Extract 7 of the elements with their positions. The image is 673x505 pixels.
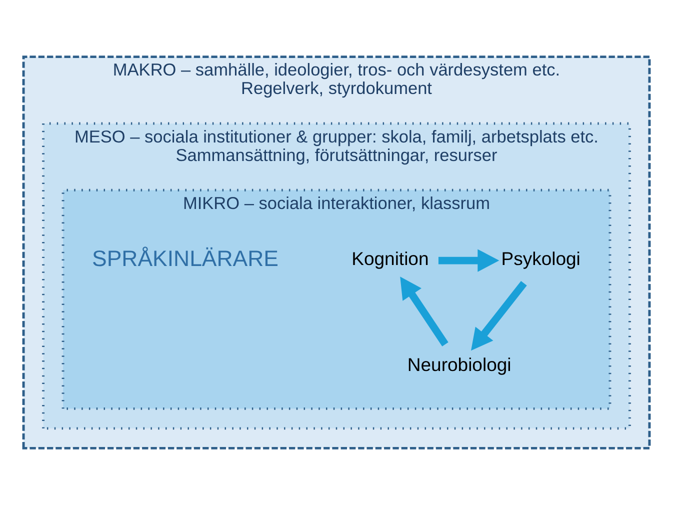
arrow xyxy=(438,249,500,272)
node-text: SPRÅKINLÄRARE xyxy=(92,246,278,271)
node-text: Kognition xyxy=(352,248,429,269)
arrow xyxy=(471,280,527,351)
arrow xyxy=(400,276,448,346)
node-text: Psykologi xyxy=(501,248,580,269)
node-text: Neurobiologi xyxy=(407,354,512,376)
